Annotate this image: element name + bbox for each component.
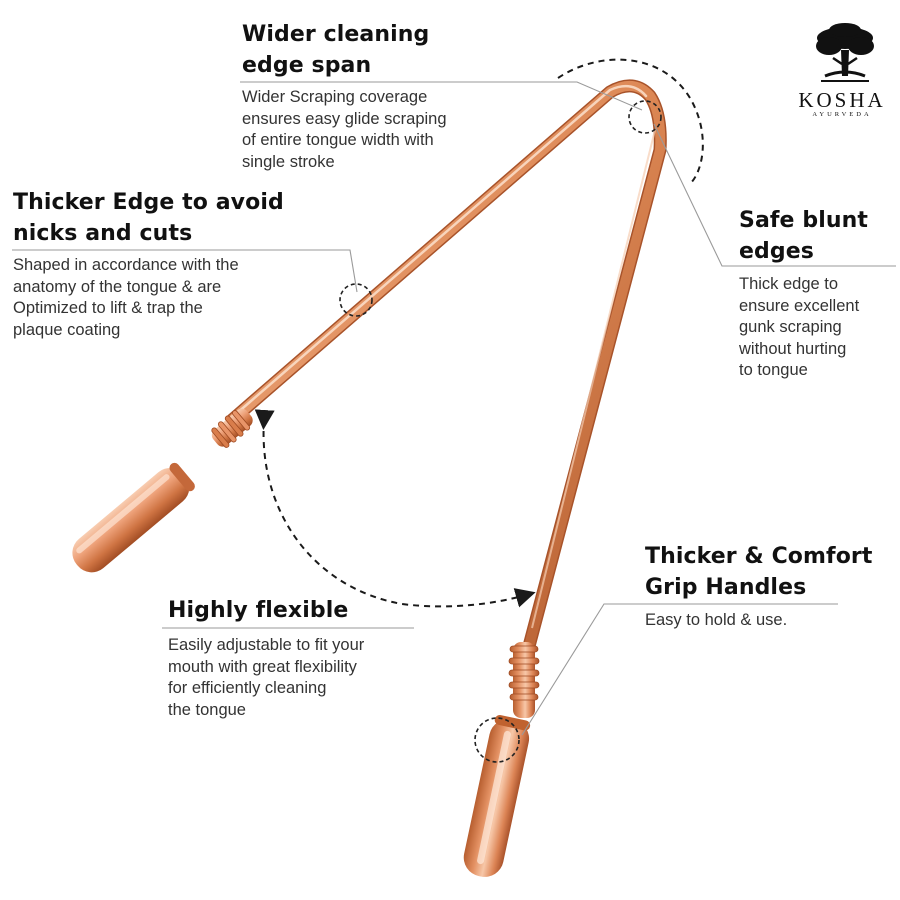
- callout-title-line: Highly flexible: [168, 598, 349, 623]
- left-grip-rings: [211, 408, 253, 448]
- brand-tagline: AYURVEDA: [812, 111, 872, 118]
- left-handle: [72, 462, 195, 573]
- brand-name: KOSHA: [798, 88, 886, 112]
- callout-thicker-edge: Thicker Edge to avoid nicks and cuts Sha…: [13, 187, 284, 341]
- callout-body-line: Easily adjustable to fit your: [168, 636, 365, 654]
- callout-body-line: for efficiently cleaning: [168, 679, 327, 697]
- callout-body-line: anatomy of the tongue & are: [13, 277, 222, 296]
- callout-title: Thicker Edge to avoid nicks and cuts: [13, 187, 284, 249]
- callout-body-line: gunk scraping: [739, 318, 842, 336]
- callout-wider-edge: Wider cleaning edge span Wider Scraping …: [242, 19, 447, 173]
- callout-body-line: Thick edge to: [739, 275, 839, 293]
- callout-title-line: Wider cleaning: [242, 22, 430, 47]
- callout-body-line: ensure excellent: [739, 296, 860, 315]
- callout-body-line: the tongue: [168, 700, 246, 719]
- callout-body: Easily adjustable to fit your mouth with…: [168, 635, 364, 721]
- callout-body-line: plaque coating: [13, 320, 121, 339]
- callout-body-line: Easy to hold & use.: [645, 611, 788, 629]
- callout-body-line: mouth with great flexibility: [168, 657, 357, 676]
- callout-flexible: Highly flexible Easily adjustable to fit…: [168, 595, 364, 721]
- callout-safe-blunt: Safe blunt edges Thick edge to ensure ex…: [739, 205, 868, 382]
- callout-title-line: edge span: [242, 53, 372, 78]
- callout-body: Wider Scraping coverage ensures easy gli…: [242, 87, 447, 173]
- callout-body-line: Optimized to lift & trap the: [13, 299, 203, 317]
- callout-title: Highly flexible: [168, 595, 364, 626]
- callout-body-line: Wider Scraping coverage: [242, 88, 428, 106]
- callout-title: Wider cleaning edge span: [242, 19, 447, 81]
- callout-body-line: of entire tongue width with: [242, 131, 434, 149]
- highlight-circles: [339, 100, 662, 763]
- callout-body: Thick edge to ensure excellent gunk scra…: [739, 274, 868, 382]
- edge-span-arc: [557, 58, 704, 185]
- callout-body-line: Shaped in accordance with the: [13, 256, 239, 274]
- callout-body-line: ensures easy glide scraping: [242, 109, 447, 128]
- callout-title-line: nicks and cuts: [13, 221, 193, 246]
- tree-icon: [816, 23, 874, 82]
- callout-title-line: Grip Handles: [645, 575, 807, 600]
- callout-title-line: Thicker & Comfort: [645, 544, 873, 569]
- brand-logo: KOSHA AYURVEDA: [796, 26, 888, 118]
- callout-title: Safe blunt edges: [739, 205, 868, 267]
- callout-body: Shaped in accordance with the anatomy of…: [13, 255, 284, 341]
- callout-title-line: Thicker Edge to avoid: [13, 190, 284, 215]
- callout-body: Easy to hold & use.: [645, 610, 873, 632]
- callout-grip-handles: Thicker & Comfort Grip Handles Easy to h…: [645, 541, 873, 632]
- callout-body-line: without hurting: [739, 339, 847, 358]
- callout-title-line: edges: [739, 239, 814, 264]
- callout-title: Thicker & Comfort Grip Handles: [645, 541, 873, 603]
- leader-lines: [12, 81, 896, 736]
- flex-arrow: [254, 409, 536, 608]
- callout-body-line: to tongue: [739, 361, 808, 379]
- right-handle: [463, 715, 531, 877]
- callout-title-line: Safe blunt: [739, 208, 868, 233]
- right-grip-rings: [508, 642, 540, 718]
- callout-body-line: single stroke: [242, 152, 335, 171]
